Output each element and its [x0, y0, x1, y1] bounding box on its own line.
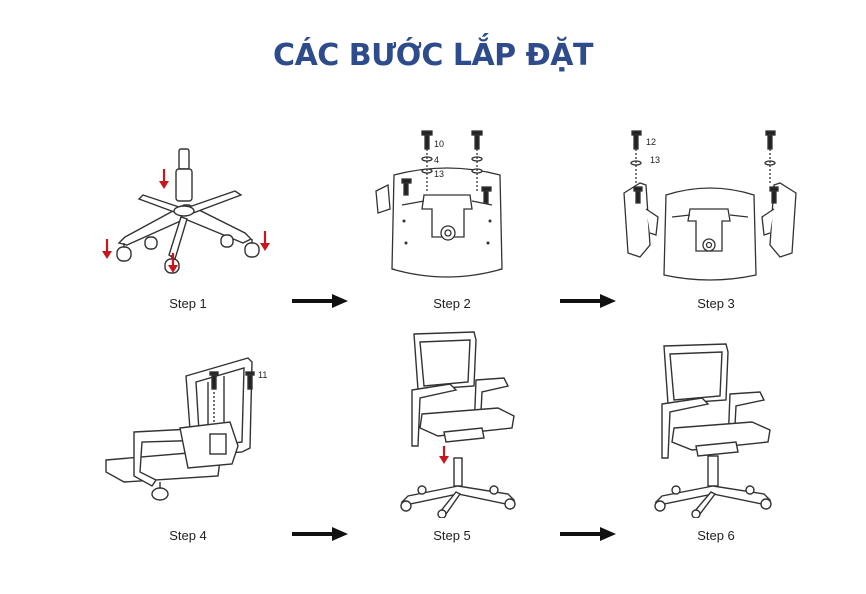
step2-part-4: 4: [434, 155, 439, 165]
step3-part-13: 13: [650, 155, 660, 165]
flow-arrow-1-to-2: [292, 294, 348, 308]
step2-part-13: 13: [434, 169, 444, 179]
step5-illustration: [400, 331, 516, 518]
step2-illustration: 10 4 13: [375, 130, 503, 278]
step6-label: Step 6: [697, 528, 735, 543]
step1-illustration: [102, 148, 270, 274]
step3-part-12: 12: [646, 137, 656, 147]
step1-label: Step 1: [169, 296, 207, 311]
step4-part-11: 11: [258, 370, 267, 380]
step2-part-10: 10: [434, 139, 444, 149]
step6-illustration: [654, 343, 772, 518]
step4-label: Step 4: [169, 528, 207, 543]
flow-arrow-2-to-3: [560, 294, 616, 308]
step4-illustration: 11: [105, 357, 267, 501]
page-title: CÁC BƯỚC LẮP ĐẶT: [273, 38, 593, 73]
flow-arrow-4-to-5: [292, 527, 348, 541]
step2-label: Step 2: [433, 296, 471, 311]
step3-label: Step 3: [697, 296, 735, 311]
flow-arrow-5-to-6: [560, 527, 616, 541]
step5-label: Step 5: [433, 528, 471, 543]
step3-illustration: 12 13: [623, 130, 797, 281]
